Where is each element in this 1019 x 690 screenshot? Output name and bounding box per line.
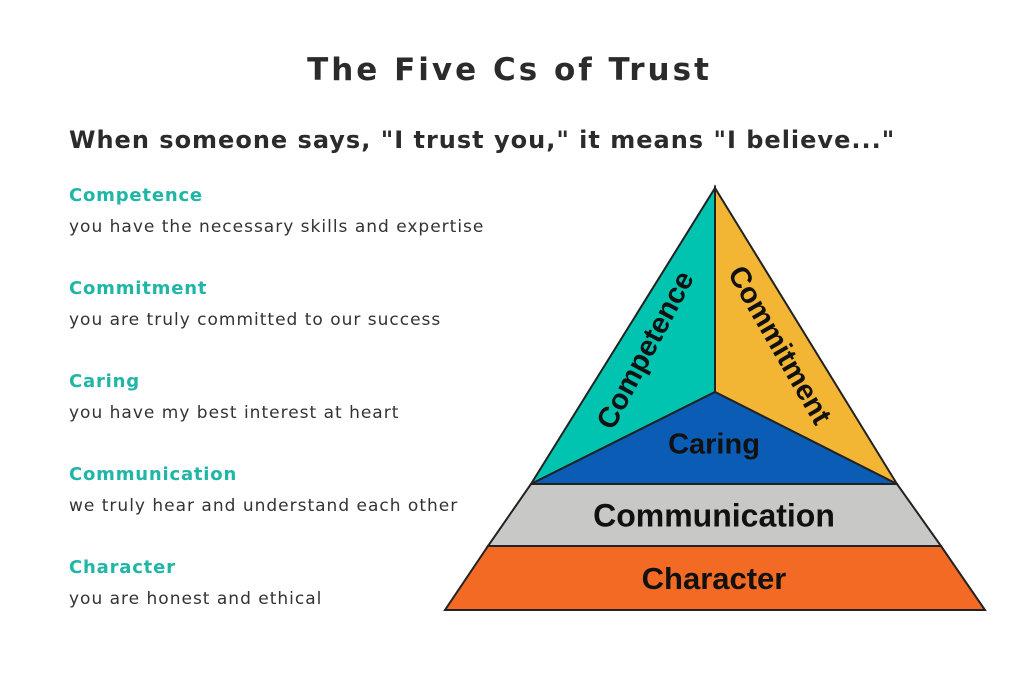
item-description: we truly hear and understand each other <box>69 496 459 516</box>
page-title: The Five Cs of Trust <box>307 52 712 88</box>
list-item-communication: Communication we truly hear and understa… <box>69 461 509 517</box>
item-heading: Character <box>69 557 176 578</box>
item-description: you are honest and ethical <box>69 589 323 609</box>
item-description: you have my best interest at heart <box>69 403 400 423</box>
item-heading: Communication <box>69 464 238 485</box>
item-heading: Caring <box>69 371 140 392</box>
list-item-competence: Competence you have the necessary skills… <box>69 182 509 238</box>
pyramid-facet-caring <box>530 390 898 485</box>
item-description: you have the necessary skills and expert… <box>69 217 485 237</box>
label-caring: Caring <box>668 429 760 461</box>
item-heading: Commitment <box>69 278 208 299</box>
label-character: Character <box>642 561 787 596</box>
page-subtitle: When someone says, "I trust you," it mea… <box>69 126 896 154</box>
item-heading: Competence <box>69 185 203 206</box>
list-item-caring: Caring you have my best interest at hear… <box>69 368 509 424</box>
list-item-commitment: Commitment you are truly committed to ou… <box>69 275 509 331</box>
item-description: you are truly committed to our success <box>69 310 442 330</box>
list-item-character: Character you are honest and ethical <box>69 554 509 610</box>
label-communication: Communication <box>593 497 835 533</box>
